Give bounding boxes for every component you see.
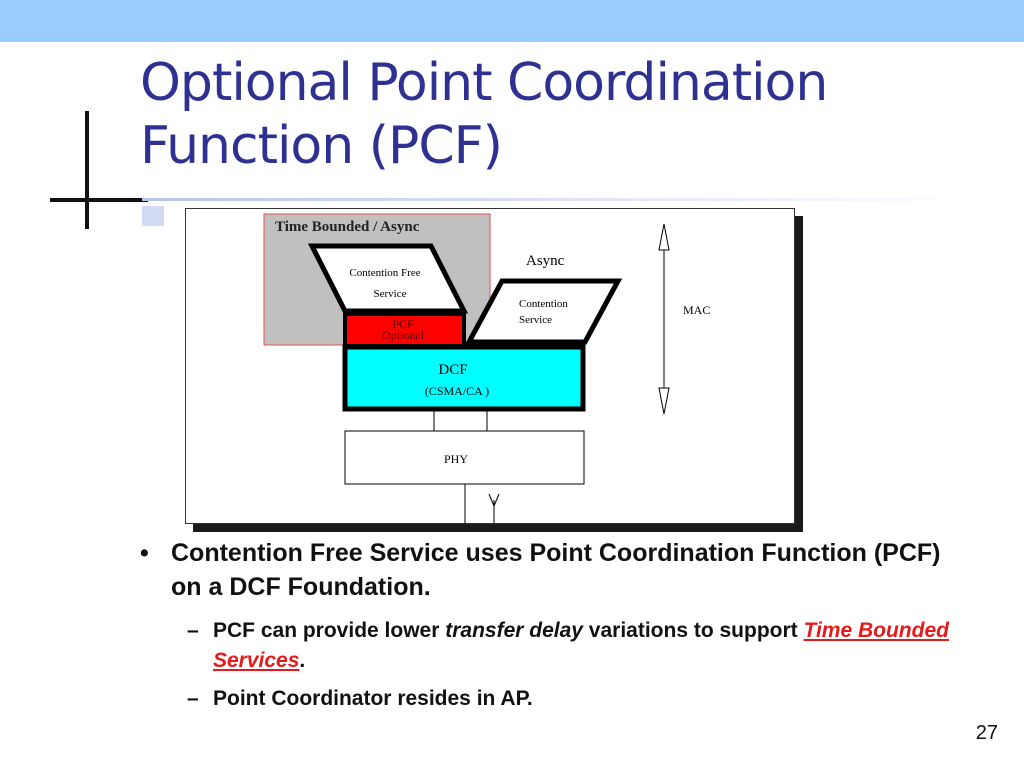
sub-bullet-point-coordinator: – Point Coordinator resides in AP. — [140, 684, 960, 714]
dcf-label: DCF — [438, 362, 467, 378]
mac-label: MAC — [683, 303, 710, 317]
decorative-fade-block — [142, 206, 164, 226]
time-bounded-label: Time Bounded / Async — [275, 219, 420, 235]
contention-free-line-2: Service — [374, 288, 407, 300]
antenna-icon — [488, 493, 500, 524]
title-underline-gradient — [142, 198, 972, 201]
pcf-optional-box — [343, 312, 466, 348]
sub-bullet-dash: – — [187, 619, 199, 642]
transfer-delay-emphasis: transfer delay — [445, 619, 583, 642]
slide-title: Optional Point Coordination Function (PC… — [140, 52, 828, 178]
bullet-main-text: Contention Free Service uses Point Coord… — [171, 539, 941, 601]
phy-box — [344, 430, 585, 485]
sub1-text-c: . — [299, 649, 306, 672]
pcf-optional-label: Optional — [382, 328, 425, 342]
slide-title-line-2: Function (PCF) — [140, 116, 503, 176]
dcf-sub-label: (CSMA/CA ) — [425, 384, 489, 398]
pcf-label: PCF — [392, 317, 414, 331]
sub1-text-b: variations to support — [582, 619, 804, 642]
async-label: Async — [526, 253, 565, 269]
dcf-box — [342, 344, 586, 412]
phy-label: PHY — [444, 452, 468, 466]
decorative-vertical-rule — [85, 111, 89, 229]
bullet-list: • Contention Free Service uses Point Coo… — [140, 536, 960, 714]
bullet-dot: • — [140, 539, 149, 567]
contention-line-1: Contention — [519, 298, 568, 310]
contention-line-2: Service — [519, 314, 552, 326]
contention-free-line-1: Contention Free — [349, 267, 420, 279]
bullet-main: • Contention Free Service uses Point Coo… — [140, 536, 960, 604]
decorative-horizontal-rule — [50, 198, 148, 202]
slide-title-line-1: Optional Point Coordination — [140, 53, 828, 113]
pcf-architecture-diagram: Time Bounded / Async Contention Free Ser… — [263, 213, 710, 524]
sub-bullet-transfer-delay: – PCF can provide lower transfer delay v… — [140, 616, 960, 676]
pcf-architecture-figure: Time Bounded / Async Contention Free Ser… — [185, 208, 803, 532]
page-number: 27 — [975, 722, 998, 744]
sub1-text-a: PCF can provide lower — [213, 619, 446, 642]
contention-free-service-box — [307, 243, 469, 314]
mac-span-arrow — [658, 223, 670, 415]
sub2-text: Point Coordinator resides in AP. — [213, 687, 533, 710]
top-color-bar — [0, 0, 1024, 42]
sub-bullet-dash: – — [187, 687, 199, 710]
time-bounded-services-highlight: Time Bounded Services — [213, 619, 949, 672]
contention-service-box — [464, 278, 623, 345]
